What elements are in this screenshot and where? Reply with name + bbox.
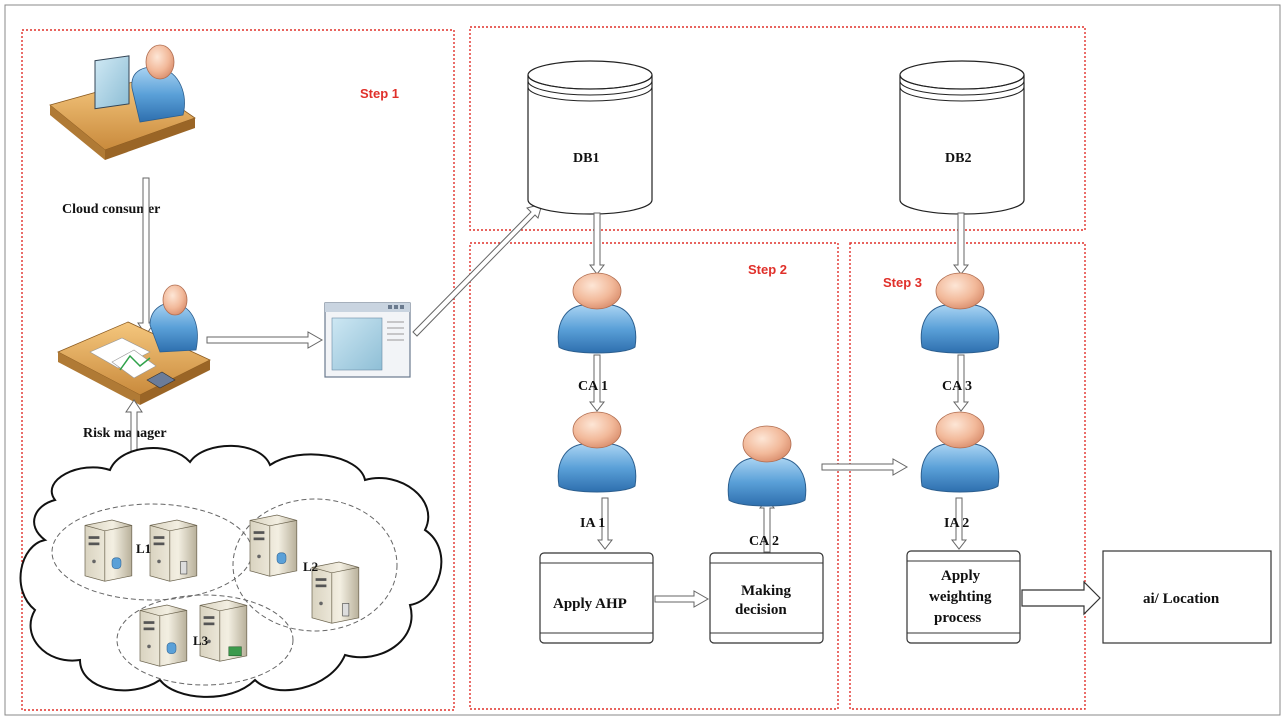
arrow-db1-to-agent — [588, 212, 606, 275]
db1-label: DB1 — [573, 151, 599, 166]
step1-region — [21, 29, 455, 711]
risk-manager-icon — [57, 284, 211, 405]
agent-icon-ia1 — [557, 411, 637, 493]
arrow-window-to-db1 — [412, 203, 543, 337]
arrow-consumer-to-manager — [137, 177, 155, 336]
step3-region — [849, 242, 1086, 710]
server-icon — [311, 561, 360, 624]
cloud-consumer-icon — [49, 44, 196, 160]
location-label-l2: L2 — [303, 559, 318, 574]
agent-icon-ca3 — [920, 272, 1000, 354]
agent-icon-ca1 — [557, 272, 637, 354]
server-icon — [249, 514, 298, 577]
db-region — [469, 26, 1086, 231]
db1-cylinder — [527, 60, 653, 215]
arrow-ca3-down — [952, 354, 970, 412]
arrow-db2-to-agent — [952, 212, 970, 275]
arrow-ca1-down — [588, 354, 606, 412]
location-label-l1: L1 — [136, 541, 151, 556]
window-icon — [324, 302, 411, 378]
agent-label-ca1: CA 1 — [578, 379, 608, 394]
agent-label-ia2: IA 2 — [944, 516, 969, 531]
server-icon — [199, 599, 248, 662]
arrow-weighting-to-output — [1021, 580, 1101, 616]
server-icon — [84, 519, 133, 582]
apply-ahp-label: Apply AHP — [553, 596, 627, 612]
outer-frame — [4, 4, 1281, 716]
apply-weighting-label-line1: Apply — [941, 568, 981, 584]
location-label-l3: L3 — [193, 633, 209, 648]
output-box — [1102, 550, 1272, 644]
risk-manager-label: Risk manager — [83, 426, 167, 441]
apply-weighting-label-line3: process — [934, 610, 981, 626]
step2-label: Step 2 — [748, 262, 787, 277]
cloud-consumer-label: Cloud consumer — [62, 202, 160, 217]
arrow-ia1-down — [596, 497, 614, 550]
making-decision-box — [709, 552, 824, 644]
step2-region — [469, 242, 839, 710]
step3-label: Step 3 — [883, 275, 922, 290]
step1-label: Step 1 — [360, 86, 399, 101]
agent-label-ca2: CA 2 — [749, 534, 779, 549]
server-icon — [149, 519, 198, 582]
arrow-ca2-to-step3 — [821, 458, 909, 476]
arrow-manager-to-window — [206, 331, 324, 349]
making-decision-label-line1: Making — [741, 583, 792, 599]
arrow-ahp-to-decision — [654, 590, 710, 608]
agent-label-ia1: IA 1 — [580, 516, 605, 531]
arrow-ia2-down — [950, 497, 968, 550]
making-decision-label-line2: decision — [735, 602, 787, 618]
apply-ahp-box — [539, 552, 654, 644]
db2-label: DB2 — [945, 151, 971, 166]
db2-cylinder — [899, 60, 1025, 215]
agent-icon-ia2 — [920, 411, 1000, 493]
agent-label-ca3: CA 3 — [942, 379, 972, 394]
output-label: ai/ Location — [1143, 591, 1220, 607]
apply-weighting-box — [906, 550, 1021, 644]
server-icon — [139, 604, 188, 667]
apply-weighting-label-line2: weighting — [929, 589, 992, 605]
agent-icon-ca2 — [727, 425, 807, 507]
